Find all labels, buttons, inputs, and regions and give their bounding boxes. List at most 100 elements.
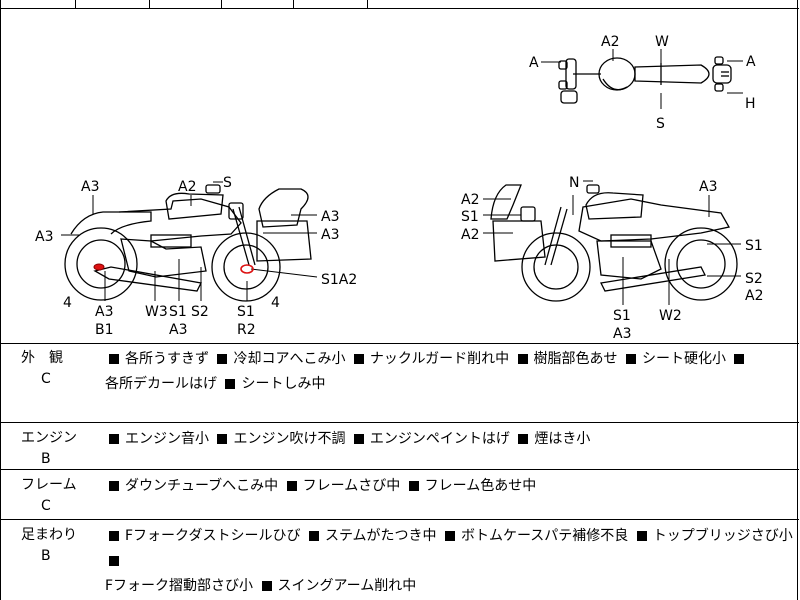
- item-text: ナックルガード削れ中: [369, 351, 510, 367]
- bullet-square-icon: [109, 433, 119, 444]
- bullet-square-icon: [261, 580, 272, 591]
- bullet-square-icon: [353, 353, 364, 364]
- item-text: 冷却コアへこみ小: [233, 351, 346, 367]
- damage-diagram: A A2 W A H S A3 A2 S A3 A3 A3 S1A2 4 4 A…: [1, 9, 799, 344]
- left-label-a3-top: A3: [81, 179, 99, 195]
- damage-marker-icon: [93, 263, 105, 271]
- item-text: 樹脂部色あせ: [533, 351, 618, 367]
- section-items: エンジン音小 エンジン吹け不調 エンジンペイントはげ 煙はき小: [105, 427, 795, 452]
- header-cell: [149, 0, 222, 8]
- section-category: エンジン B: [7, 427, 87, 467]
- right-label-a3-bottom: A3: [613, 326, 631, 342]
- item-text: エンジン吹け不調: [233, 431, 346, 447]
- left-label-a3-left: A3: [35, 229, 53, 245]
- left-label-4-left: 4: [63, 295, 72, 311]
- section-name: 足まわり: [21, 527, 77, 543]
- left-label-a3-bottom: A3: [95, 304, 113, 320]
- item-text: スイングアーム削れ中: [277, 578, 417, 594]
- right-label-w2: W2: [659, 308, 682, 324]
- bullet-square-icon: [286, 480, 297, 491]
- right-label-a2: A2: [461, 192, 479, 208]
- item-text: Fフォークダストシールひび: [125, 528, 301, 544]
- header-cell: [75, 0, 150, 8]
- top-label-w: W: [655, 34, 669, 50]
- section-category: 外 観 C: [7, 347, 87, 387]
- top-view-bike: [558, 56, 732, 104]
- section-grade: C: [41, 498, 51, 514]
- right-label-s2: S2: [745, 271, 763, 287]
- item-text: シート硬化小: [641, 351, 726, 367]
- top-label-a-right: A: [746, 54, 756, 70]
- header-cell: [293, 0, 368, 8]
- item-text: シートしみ中: [241, 376, 326, 392]
- right-label-a3-top: A3: [699, 179, 717, 195]
- section-items: Fフォークダストシールひび ステムがたつき中 ボトムケースパテ補修不良 トップブ…: [105, 524, 795, 599]
- section-row-exterior: 外 観 C 各所うすきず 冷却コアへこみ小 ナックルガード削れ中 樹脂部色あせ …: [1, 343, 799, 423]
- item-text: フレーム色あせ中: [424, 478, 537, 494]
- section-category: フレーム C: [7, 474, 87, 514]
- left-label-s1-mid: S1: [169, 304, 187, 320]
- item-text: トップブリッジさび小: [652, 528, 793, 544]
- section-row-frame: フレーム C ダウンチューブへこみ中 フレームさび中 フレーム色あせ中: [1, 470, 799, 520]
- bullet-square-icon: [636, 530, 647, 541]
- section-row-suspension: 足まわり B Fフォークダストシールひび ステムがたつき中 ボトムケースパテ補修…: [1, 520, 799, 600]
- top-label-s: S: [656, 116, 665, 132]
- item-text: エンジンペイントはげ: [369, 431, 510, 447]
- right-label-s1: S1: [461, 209, 479, 225]
- section-grade: B: [41, 548, 51, 564]
- top-label-a2: A2: [601, 34, 619, 50]
- bullet-square-icon: [109, 555, 119, 566]
- item-text: 各所うすきず: [125, 351, 209, 367]
- bullet-square-icon: [625, 353, 636, 364]
- item-text: ステムがたつき中: [324, 528, 437, 544]
- section-name: エンジン: [21, 430, 77, 446]
- right-label-a2-right: A2: [745, 288, 763, 304]
- item-text: エンジン音小: [125, 431, 209, 447]
- left-label-s: S: [223, 175, 232, 191]
- left-label-r2: R2: [237, 322, 256, 338]
- left-label-s2-mid: S2: [191, 304, 209, 320]
- bullet-square-icon: [225, 378, 236, 389]
- bullet-square-icon: [109, 480, 119, 491]
- item-text: ダウンチューブへこみ中: [125, 478, 279, 494]
- item-text: Fフォーク摺動部さび小: [105, 578, 254, 594]
- right-label-n: N: [569, 175, 579, 191]
- left-label-s1a2: S1A2: [321, 272, 357, 288]
- left-label-4-right: 4: [271, 295, 280, 311]
- section-items: ダウンチューブへこみ中 フレームさび中 フレーム色あせ中: [105, 474, 795, 499]
- bullet-square-icon: [109, 530, 119, 541]
- section-name: フレーム: [21, 477, 77, 493]
- top-label-h: H: [745, 96, 756, 112]
- item-text: 各所デカールはげ: [105, 376, 217, 392]
- section-grade: C: [41, 371, 51, 387]
- left-label-a3-r2: A3: [321, 227, 339, 243]
- motorcycle-diagram-svg: A A2 W A H S A3 A2 S A3 A3 A3 S1A2 4 4 A…: [35, 34, 763, 342]
- right-label-a2b: A2: [461, 227, 479, 243]
- bullet-square-icon: [734, 353, 745, 364]
- top-label-a-left: A: [529, 55, 539, 71]
- bullet-square-icon: [217, 353, 228, 364]
- bullet-square-icon: [109, 353, 119, 364]
- bullet-square-icon: [217, 433, 228, 444]
- left-label-a3-mid: A3: [169, 322, 187, 338]
- bullet-square-icon: [517, 353, 528, 364]
- section-row-engine: エンジン B エンジン音小 エンジン吹け不調 エンジンペイントはげ 煙はき小: [1, 423, 799, 470]
- right-label-s1-bottom: S1: [613, 308, 631, 324]
- bullet-square-icon: [445, 530, 455, 541]
- section-category: 足まわり B: [7, 524, 87, 564]
- section-items: 各所うすきず 冷却コアへこみ小 ナックルガード削れ中 樹脂部色あせ シート硬化小…: [105, 347, 795, 397]
- damage-marker-icon: [240, 264, 254, 274]
- item-text: 煙はき小: [534, 431, 591, 447]
- left-label-a2: A2: [178, 179, 196, 195]
- item-text: フレームさび中: [302, 478, 401, 494]
- bullet-square-icon: [518, 433, 529, 444]
- bullet-square-icon: [308, 530, 319, 541]
- left-label-w3: W3: [145, 304, 168, 320]
- header-strip: [1, 0, 799, 9]
- header-cell: [1, 0, 76, 8]
- right-label-s1-right: S1: [745, 238, 763, 254]
- item-text: ボトムケースパテ補修不良: [461, 528, 629, 544]
- right-side-bike: [490, 184, 738, 302]
- bullet-square-icon: [353, 433, 364, 444]
